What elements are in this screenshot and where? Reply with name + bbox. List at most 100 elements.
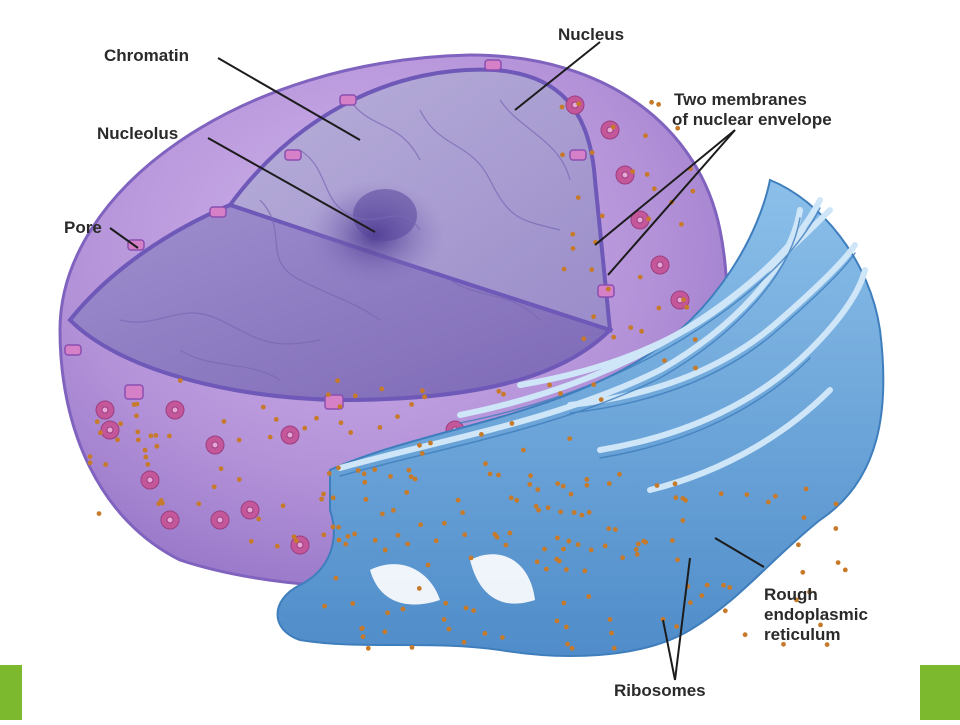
ribosome-dot [833,501,839,507]
ribosome-dot [559,104,565,110]
ribosome-dot [362,479,368,485]
ribosome-dot [606,481,612,486]
ribosome-dot [555,481,561,486]
ribosome-dot [96,511,102,516]
label-rer-line1: Rough [764,585,818,604]
ribosome-dot [535,487,541,492]
leader-nucleus [514,41,601,111]
ribosome-dot [688,600,693,606]
ribosome-dot [330,495,336,501]
ribosome-dot [118,421,124,427]
ribosome-dot [545,505,551,511]
leader-pore [109,227,139,249]
ribosome-dot [167,433,172,439]
label-ribosomes: Ribosomes [614,681,706,700]
ribosome-dot [148,433,154,439]
ribosome-dot [145,462,151,467]
ribosome-dot [801,515,807,520]
ribosome-dot [143,454,149,460]
ribosome-dot [699,593,705,598]
ribosome-dot [534,559,540,565]
ribosome-dot [509,421,515,426]
ribosome-dot [501,391,506,397]
pore-rosette-center [621,171,629,179]
ribosome-dot [428,440,433,446]
ribosome-dot [405,541,411,547]
ribosome-dot [494,534,500,540]
ribosome-dot [586,509,592,515]
ribosome-dot [355,468,361,473]
ribosome-dot [575,542,581,547]
ribosome-dot [135,429,141,435]
ribosome-dot [727,585,733,590]
label-two-membranes-line1: Two membranes [674,90,807,109]
ribosome-dot [643,133,648,139]
ribosome-dot [338,420,344,426]
leader-membranes-a [594,129,736,246]
ribosome-dot [131,402,137,407]
ribosome-dot [325,392,331,398]
pore-rosette-center [146,476,154,484]
ribosome-dot [406,467,412,473]
ribosome-dot [561,266,567,272]
ribosome-dot [718,491,724,497]
ribosome-dot [607,617,613,622]
ribosome-dot [554,556,560,562]
ribosome-dot [558,391,563,396]
ribosome-dot [644,172,650,177]
ribosome-dot [319,496,324,502]
ribosome-dot [267,434,273,440]
ribosome-dot [662,358,667,363]
ribosome-dot [589,150,595,156]
ribosome-dot [291,534,297,540]
ribosome-dot [800,569,806,575]
ribosome-dot [564,624,569,630]
ribosome-dot [382,629,388,635]
ribosome-dot [336,524,341,530]
ribosome-dot [611,645,617,651]
ribosome-dot [588,547,594,553]
ribosome-dot [336,465,341,471]
ribosome-dot [333,575,339,581]
ribosome-dot [87,460,93,466]
ribosome-dot [544,566,549,572]
ribosome-dot [442,520,447,526]
ribosome-dot [503,542,509,548]
ribosome-dot [772,493,778,499]
ribosome-dot [321,491,326,497]
ribosome-dot [337,404,343,409]
ribosome-dot [388,474,393,479]
ribosome-dot [794,597,799,603]
ribosome-dot [158,498,164,503]
ribosome-dot [555,535,560,541]
corner-accent-left [0,665,22,720]
ribosome-dot [639,328,644,334]
ribosome-dot [348,430,354,435]
ribosome-dot [561,546,566,552]
ribosome-dot [460,510,465,515]
ribosome-dot [314,415,319,421]
ribosome-dot [508,495,514,501]
ribosome-dot [359,626,365,631]
ribosome-dot [433,538,439,544]
ribosome-dot [628,325,634,330]
ribosome-dot [409,645,415,650]
ribosome-dot [602,543,608,549]
ribosome-dot [579,512,585,518]
ribosome-dot [256,516,262,522]
ribosome-dot [610,124,616,130]
ribosome-dot [416,586,422,591]
ribosome-dot [377,425,383,430]
ribosome-dot [692,337,698,342]
ribosome-dot [591,314,596,320]
ribosome-dot [570,231,576,237]
ribosome-dot [352,393,358,399]
ribosome-dot [248,538,254,544]
ribosome-dot [669,538,675,543]
ribosome-dot [842,567,848,573]
ribosome-dot [673,495,679,501]
ribosome-dot [683,497,688,503]
ribosome-dot [564,567,569,572]
pore-rosette-center [106,426,114,434]
